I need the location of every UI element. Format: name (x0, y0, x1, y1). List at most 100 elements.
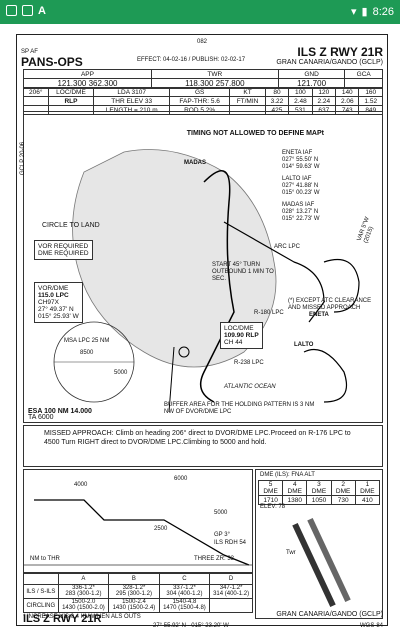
lalto-lat: 027° 41.88' N (282, 183, 319, 189)
lalto-fix: LALTO (294, 342, 314, 348)
missed-text: MISSED APPROACH: Climb on heading 206° d… (44, 430, 351, 446)
row-circling: CIRCLING (23, 598, 59, 613)
chart-header: 082 SP AF PANS-OPS EFFECT: 04-02-16 / PU… (17, 35, 389, 145)
elev-label: ELEV: 78 (260, 504, 286, 510)
loc-dme-box: LOC/DME 109.90 RLP CH 44 (220, 322, 263, 349)
circ-a: 1500-2.0 (71, 599, 96, 605)
vor-freq: 115.0 LPC (38, 292, 69, 299)
alt-5000: 5000 (214, 510, 228, 516)
minima-table: A B C D ILS / S-ILS 336-1.2*283 (300-1.2… (23, 573, 253, 621)
footer-coords: 27° 55.92' N - 015° 23.20' W (153, 623, 229, 629)
circ-c: 1540-4.8 (172, 599, 197, 605)
bag-icon (22, 5, 33, 16)
atc-note: (*) EXCEPT ATC CLEARANCE AND MISSED APPR… (288, 298, 372, 311)
straight-b-sub: 295 (300-1.2) (115, 591, 152, 597)
vor-dme-required: VOR REQUIRED DME REQUIRED (34, 240, 93, 260)
battery-icon: ▮ (361, 6, 368, 18)
gs-3: 2.24 (311, 96, 337, 106)
loc-dme-label: LOC/DME (224, 325, 254, 332)
cat-c: C (158, 573, 211, 585)
gs-label: GS (168, 87, 231, 97)
r-180: R-180 LPC (254, 310, 284, 316)
comms-table: APP TWR GND GCA 121.300 362.300 118.300 … (23, 69, 383, 89)
profile-graph (24, 499, 252, 566)
msa-8500: 8500 (80, 350, 94, 356)
straight-c: 337-1.2* (173, 585, 196, 591)
lalto-lon: 015° 00.23' W (282, 190, 320, 196)
ta-label: TA 6000 (28, 414, 54, 421)
msa-label: MSA LPC 25 NM (64, 338, 110, 344)
straight-a: 336-1.2* (72, 585, 95, 591)
madas-label: MADAS IAF (282, 202, 315, 208)
missed-approach: TA 6000 MISSED APPROACH: Climb on headin… (23, 414, 383, 467)
circ-c-sub: 1470 (1500-4.8) (163, 605, 206, 611)
plan-view[interactable]: TIMING NOT ALLOWED TO DEFINE MAPt ENETA … (23, 111, 383, 423)
vor-ch: CH97X (38, 299, 59, 306)
twr-label: Twr (286, 550, 296, 556)
vor-required: VOR REQUIRED (38, 243, 89, 250)
vor-lat: 27° 49.37' N (38, 306, 74, 313)
loc-label: LOC/DME (47, 87, 95, 97)
chart-footer: ILS Z RWY 21R GRAN CANARIA/GANDO (GCLP) … (23, 611, 383, 629)
kt-160: 160 (358, 87, 383, 97)
clock: 8:26 (372, 5, 394, 18)
eneta-coords: ENETA IAF 027° 55.50' N 014° 59.63' W (282, 150, 320, 171)
dme-col-1: 1 DME (354, 480, 381, 496)
image-icon (6, 5, 17, 16)
rod-1: 425 (264, 105, 290, 115)
gs-5: 1.52 (358, 96, 383, 106)
status-bar: A ▾ ▮ 8:26 (0, 0, 400, 24)
plan-map (53, 149, 360, 413)
rod-4: 743 (335, 105, 360, 115)
madas-lat: 028° 13.27' N (282, 209, 319, 215)
length: LENGTH = 210 m (93, 105, 170, 115)
footer-airport: GRAN CANARIA/GANDO (GCLP) (276, 611, 383, 618)
lalto-label: LALTO IAF (282, 176, 312, 182)
eneta-label: ENETA IAF (282, 150, 313, 156)
eneta-fix: ENETA (309, 312, 329, 318)
effective-date: EFFECT: 04-02-16 / PUBLISH: 02-02-17 (137, 57, 246, 63)
crs: 206° (23, 87, 49, 97)
dme-val-1: 410 (354, 495, 381, 505)
vor-dme-label: VOR/DME (38, 285, 69, 292)
straight-b: 328-1.2* (122, 585, 146, 591)
airport-diagram: DME (ILS): FNA ALT 5 DME 4 DME 3 DME 2 D… (255, 469, 383, 619)
circ-b-sub: 1430 (1500-2.4) (112, 605, 156, 611)
nm-to-thr: NM to THR (30, 556, 60, 562)
madas-fix: MADAS (184, 160, 206, 166)
eneta-lon: 014° 59.63' W (282, 164, 320, 170)
msa-5000: 5000 (114, 370, 128, 376)
page-number: 082 (197, 39, 208, 45)
loc-freq: 109.90 RLP (224, 332, 259, 339)
straight-d: 347-1.2* (219, 585, 243, 591)
cat-a: A (57, 573, 110, 585)
straight-d-sub: 314 (400-1.2) (213, 591, 250, 597)
gs-1: 3.22 (264, 96, 290, 106)
arc-label: ARC LPC (274, 244, 301, 250)
runway-diagram (292, 517, 351, 608)
minima-note: * INCREASE VIS 0.4 KM WHEN ALS OUTS (23, 614, 141, 620)
chart-title: ILS Z RWY 21R (297, 45, 383, 59)
info-table: 206° LOC/DME LDA 3107 GS KT 80 100 120 1… (23, 87, 383, 115)
footer-title: ILS Z RWY 21R (23, 613, 102, 625)
straight-a-sub: 283 (300-1.2) (65, 591, 102, 597)
profile-view: 4000 6000 5000 2500 NM to THR THREE ZR: … (23, 469, 253, 573)
approach-chart[interactable]: 082 SP AF PANS-OPS EFFECT: 04-02-16 / PU… (16, 34, 389, 629)
lalto-coords: LALTO IAF 027° 41.88' N 015° 00.23' W (282, 176, 320, 197)
kt-100: 100 (288, 87, 313, 97)
fap-thr: FAP-THR: 5.6 (168, 96, 231, 106)
start-turn: START 45° TURN OUTBOUND 1 MIN TO SEC. (212, 262, 274, 282)
country: SP AF (21, 49, 38, 55)
vor-lon: 015° 25.93' W (38, 313, 79, 320)
cat-d: D (209, 573, 253, 585)
cat-b: B (108, 573, 160, 585)
side-code: GCLP 20-06 (20, 141, 27, 176)
esa: ESA 100 NM 14.000 (28, 408, 92, 415)
kt-80: 80 (264, 87, 290, 97)
dme-required: DME REQUIRED (38, 250, 89, 257)
three-zr: THREE ZR: 33 (194, 556, 235, 562)
row-straight: ILS / S-ILS (23, 584, 59, 599)
kt-120: 120 (311, 87, 337, 97)
wifi-icon: ▾ (350, 6, 357, 18)
gs-4: 2.06 (335, 96, 360, 106)
